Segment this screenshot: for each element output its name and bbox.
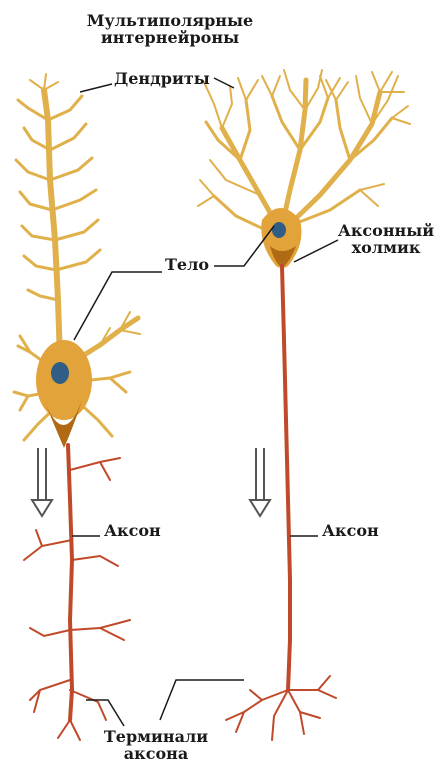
terminals-line-1: Терминали [96, 728, 216, 745]
label-axon-left: Аксон [104, 522, 161, 539]
left-nucleus [51, 362, 69, 384]
left-axon [24, 445, 130, 740]
right-axon [226, 266, 336, 740]
axon-hillock-line-2: холмик [334, 239, 438, 256]
leader-lines [72, 78, 338, 726]
terminals-line-2: аксона [96, 745, 216, 762]
right-downward-arrow [250, 448, 270, 516]
label-axon-terminals: Терминали аксона [96, 728, 216, 762]
label-dendrites: Дендриты [114, 70, 210, 87]
left-downward-arrow [32, 448, 52, 516]
right-nucleus [272, 222, 286, 238]
label-axon-right: Аксон [322, 522, 379, 539]
title-line-1: Мультиполярные [70, 12, 270, 29]
title-line-2: интернейроны [70, 29, 270, 46]
right-neuron [198, 70, 410, 740]
right-dendrites [198, 70, 410, 232]
axon-hillock-line-1: Аксонный [334, 222, 438, 239]
diagram-title: Мультиполярные интернейроны [70, 12, 270, 46]
left-neuron [14, 74, 140, 740]
label-axon-hillock: Аксонный холмик [334, 222, 438, 256]
label-body: Тело [165, 256, 209, 273]
